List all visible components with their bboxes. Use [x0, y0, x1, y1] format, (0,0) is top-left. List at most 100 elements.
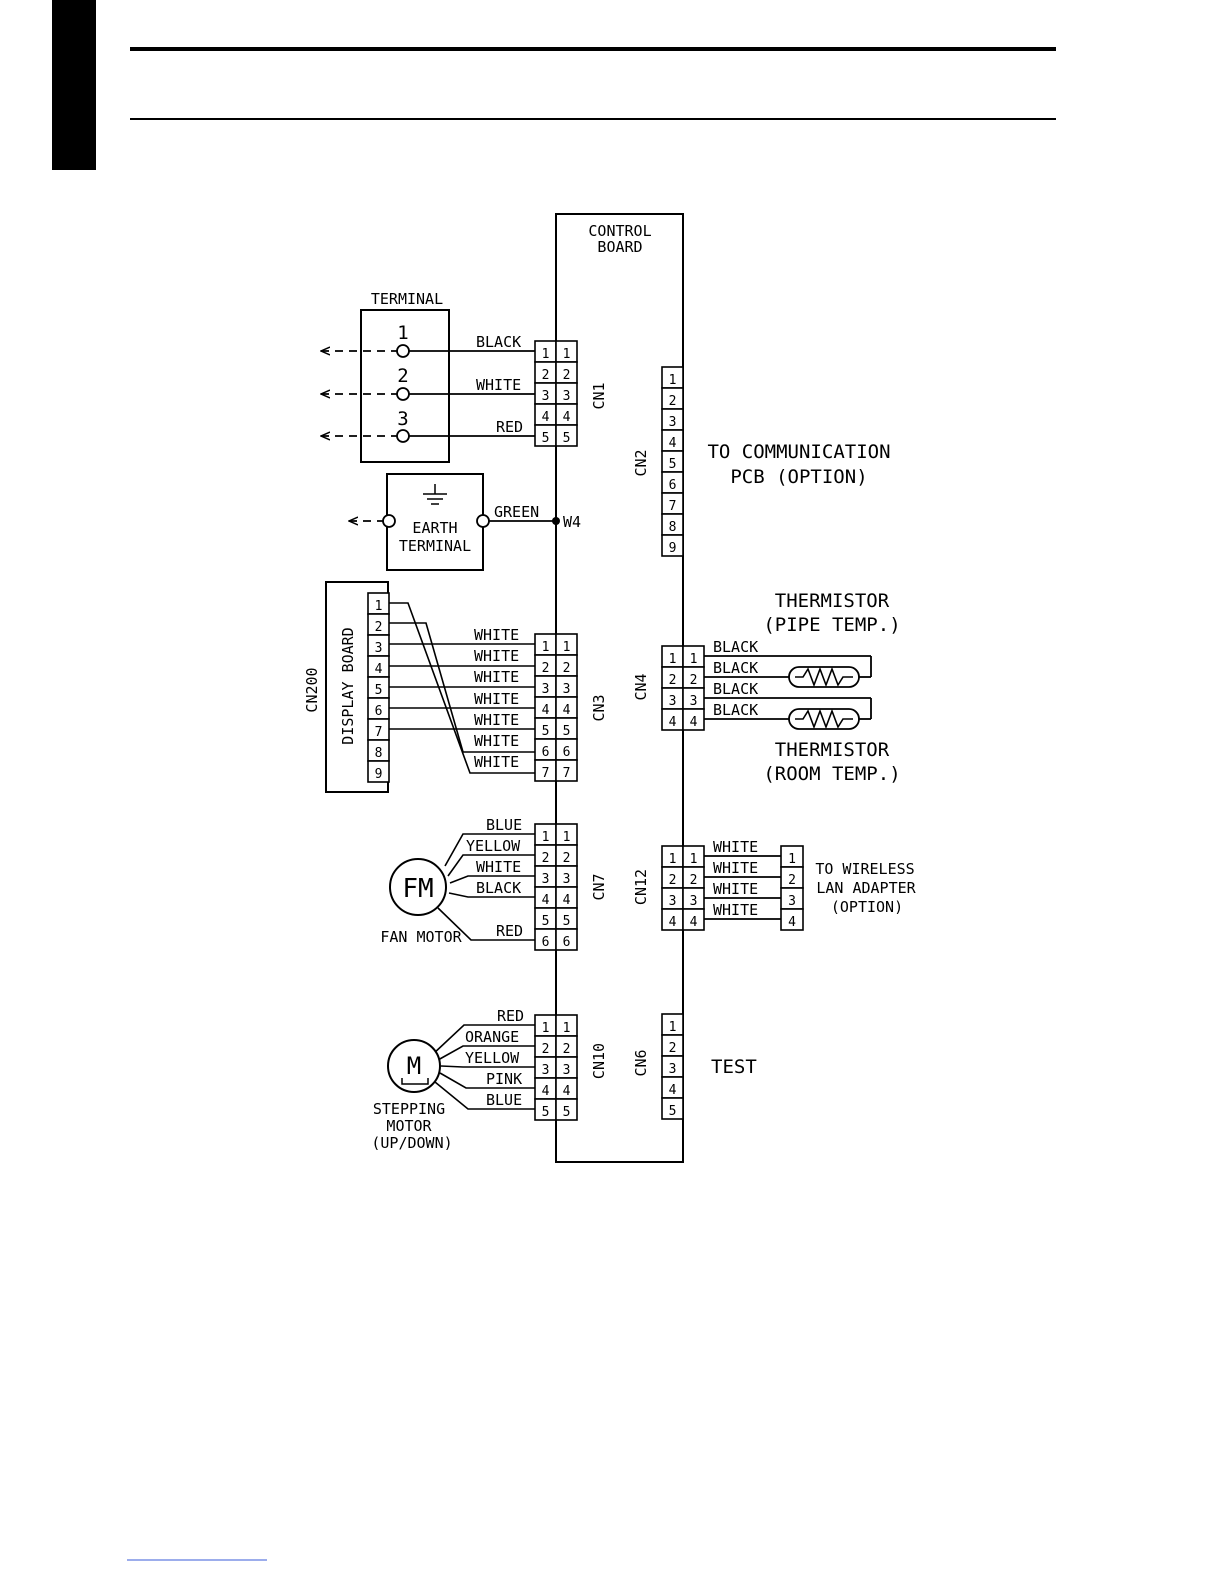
cn1-pin-4-right: 4	[563, 410, 571, 425]
earth-terminal: EARTH TERMINAL GREEN W4	[349, 473, 581, 571]
fan-motor-icon	[389, 858, 447, 916]
cn6-pin-3-single: 3	[669, 1062, 677, 1077]
cn10-pin-2-right: 2	[563, 1042, 571, 1057]
display-board-title: DISPLAY BOARD	[339, 627, 357, 744]
cn3-wire-label-2: WHITE	[474, 647, 519, 665]
cn2-pin-5-single: 5	[669, 457, 677, 472]
cn4-label: CN4	[632, 673, 650, 700]
cn200-pin-6-single: 6	[375, 704, 383, 719]
lan-adapter-line1: TO WIRELESS	[815, 860, 914, 878]
cn7-wire-label-2: YELLOW	[466, 837, 521, 855]
fan-motor-symbol: FM	[402, 874, 433, 904]
cn3-wire-label-7: WHITE	[474, 753, 519, 771]
display-cross-wires	[389, 602, 535, 774]
cn10-pin-5-right: 5	[563, 1105, 571, 1120]
cn2-pin-9-single: 9	[669, 541, 677, 556]
cn10-pin-3-left: 3	[542, 1063, 550, 1078]
cn12-wire-label-4: WHITE	[713, 901, 758, 919]
cn3-pin-4-right: 4	[563, 703, 571, 718]
terminal-title: TERMINAL	[371, 290, 443, 308]
lan-adapter-cell-4	[780, 908, 804, 931]
cn1-pin-2-left: 2	[542, 368, 550, 383]
terminal-pin-1: 1	[397, 322, 408, 344]
cn3-pin-4-left: 4	[542, 703, 550, 718]
cn200-cell-9-single	[367, 760, 390, 783]
cn10-pin-1-right: 1	[563, 1021, 571, 1036]
terminal-pin-3: 3	[397, 408, 408, 430]
cn3-pin-7-left: 7	[542, 766, 550, 781]
cn7-pin-2-right: 2	[563, 851, 571, 866]
terminal-box	[360, 309, 450, 463]
cn4-pin-2-right: 2	[690, 673, 698, 688]
cn7-pin-4-left: 4	[542, 893, 550, 908]
earth-terminal-line1: EARTH	[412, 519, 457, 537]
cn1-pin-5-left: 5	[542, 431, 550, 446]
wire-label-red: RED	[496, 418, 523, 436]
cn3-pin-6-right: 6	[563, 745, 571, 760]
cn200-pin-7-single: 7	[375, 725, 383, 740]
cn4-wire-label-4: BLACK	[713, 701, 758, 719]
stepping-motor-line3: (UP/DOWN)	[371, 1134, 452, 1152]
cn2-desc-line2: PCB (OPTION)	[730, 466, 867, 488]
cn3-pin-5-right: 5	[563, 724, 571, 739]
cn200-pin-4-single: 4	[375, 662, 383, 677]
cn200-label: CN200	[303, 667, 321, 712]
header-rule-bottom	[130, 118, 1056, 120]
cn6-pin-2-single: 2	[669, 1041, 677, 1056]
cn4-pin-1-right: 1	[690, 652, 698, 667]
cn3-pin-3-right: 3	[563, 682, 571, 697]
cn3-wire-label-3: WHITE	[474, 668, 519, 686]
thermistor-pipe-icon	[788, 666, 860, 688]
wire-label-black: BLACK	[476, 333, 521, 351]
cn1-cell-5-right	[555, 424, 578, 447]
cn2-pin-3-single: 3	[669, 415, 677, 430]
cn7-pin-3-left: 3	[542, 872, 550, 887]
cn3-pin-6-left: 6	[542, 745, 550, 760]
control-board-subtitle: BOARD	[597, 238, 642, 256]
cn10-cell-5-right	[555, 1098, 578, 1121]
cn2-pin-1-single: 1	[669, 373, 677, 388]
cn200-pin-2-single: 2	[375, 620, 383, 635]
cn3-wire-label-4: WHITE	[474, 690, 519, 708]
thermistor-room-line2: (ROOM TEMP.)	[763, 763, 900, 785]
cn2-desc-line1: TO COMMUNICATION	[707, 441, 890, 463]
fan-motor-label: FAN MOTOR	[380, 928, 462, 946]
cn7-wire-label-3: WHITE	[476, 858, 521, 876]
cn10-wire-label-5: BLUE	[486, 1091, 522, 1109]
cn3-wire-label-6: WHITE	[474, 732, 519, 750]
page-tab-marker	[52, 0, 96, 170]
cn6-pin-1-single: 1	[669, 1020, 677, 1035]
cn7-wire-label-4: BLACK	[476, 879, 521, 897]
cn7-pin-1-left: 1	[542, 830, 550, 845]
cn6-label: CN6	[632, 1049, 650, 1076]
cn12-wire-label-3: WHITE	[713, 880, 758, 898]
cross-wire-1	[389, 602, 535, 774]
cn2-pin-8-single: 8	[669, 520, 677, 535]
cn4-wire-label-3: BLACK	[713, 680, 758, 698]
cn12-pin-1-right: 1	[690, 852, 698, 867]
cn4-wire-label-1: BLACK	[713, 638, 758, 656]
cn3-pin-2-right: 2	[563, 661, 571, 676]
cn200-pin-5-single: 5	[375, 683, 383, 698]
cn10-pin-5-left: 5	[542, 1105, 550, 1120]
cn1-pin-3-left: 3	[542, 389, 550, 404]
terminal-post-2	[396, 387, 410, 401]
cn12-wire-label-2: WHITE	[713, 859, 758, 877]
cn3-pin-2-left: 2	[542, 661, 550, 676]
cn10-wire-label-3: YELLOW	[465, 1049, 520, 1067]
terminal-pin-2: 2	[397, 365, 408, 387]
cn7-pin-4-right: 4	[563, 893, 571, 908]
cn4-pin-4-left: 4	[669, 715, 677, 730]
cn12-label: CN12	[632, 869, 650, 905]
cn3-pin-7-right: 7	[563, 766, 571, 781]
junction-w4	[552, 517, 560, 525]
cn2-pin-6-single: 6	[669, 478, 677, 493]
cn200-pin-3-single: 3	[375, 641, 383, 656]
cn3-pin-1-right: 1	[563, 640, 571, 655]
cn12-pin-4-left: 4	[669, 915, 677, 930]
cn12-pin-3-right: 3	[690, 894, 698, 909]
